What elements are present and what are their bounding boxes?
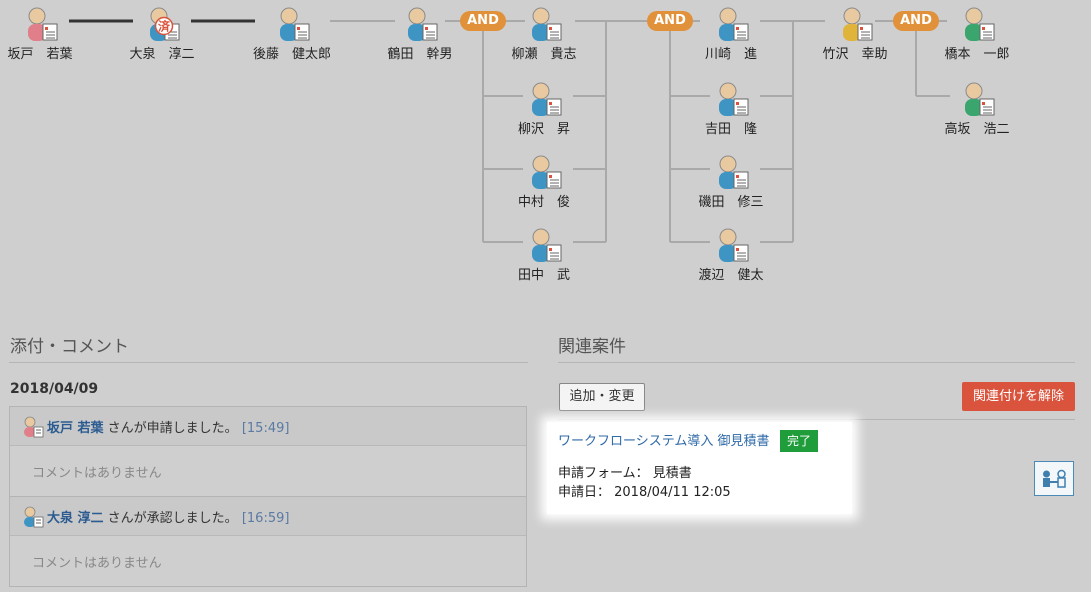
- person-icon: [408, 7, 438, 41]
- approver-node[interactable]: 磯田 修三: [686, 151, 776, 211]
- person-icon: [965, 7, 995, 41]
- approver-node[interactable]: 中村 俊: [499, 151, 589, 211]
- related-form: 申請フォーム： 見積書: [558, 466, 692, 481]
- add-change-button[interactable]: 追加・変更: [559, 383, 645, 411]
- comment-user-link[interactable]: 坂戸 若葉: [47, 421, 104, 436]
- unlink-button[interactable]: 関連付けを解除: [962, 382, 1075, 411]
- approver-node[interactable]: 橋本 一郎: [932, 3, 1022, 63]
- approver-name: 中村 俊: [517, 195, 570, 210]
- approver-node[interactable]: 鶴田 幹男: [375, 3, 465, 63]
- approver-node[interactable]: 高坂 浩二: [932, 78, 1022, 138]
- comment-time: [15:49]: [241, 421, 290, 436]
- and-badge: AND: [647, 11, 693, 31]
- approver-node[interactable]: 柳沢 昇: [499, 78, 589, 138]
- approver-node[interactable]: 渡辺 健太: [686, 224, 776, 284]
- approver-name: 後藤 健太郎: [252, 47, 331, 62]
- approver-name: 柳瀬 貴志: [511, 47, 577, 62]
- comment-user-link[interactable]: 大泉 淳二: [47, 511, 104, 526]
- approver-node[interactable]: 柳瀬 貴志: [499, 3, 589, 63]
- approved-stamp: 済: [158, 19, 171, 34]
- person-approved-icon: 済: [150, 7, 180, 41]
- comment-time: [16:59]: [241, 511, 290, 526]
- approver-node[interactable]: 坂戸 若葉: [0, 3, 85, 63]
- approver-name: 橋本 一郎: [944, 47, 1010, 62]
- person-icon: [24, 506, 44, 528]
- approver-name: 田中 武: [517, 268, 570, 283]
- approver-name: 鶴田 幹男: [387, 47, 453, 62]
- approver-name: 高坂 浩二: [944, 122, 1010, 137]
- comment-text: コメントはありません: [32, 556, 162, 571]
- approver-node[interactable]: 竹沢 幸助: [810, 3, 900, 63]
- approval-route-diagram: [69, 19, 950, 243]
- approver-node[interactable]: 田中 武: [499, 224, 589, 284]
- person-female-icon: [24, 416, 44, 438]
- attachments-heading: 添付・コメント: [10, 337, 129, 357]
- related-heading: 関連案件: [558, 337, 626, 357]
- status-badge: 完了: [780, 430, 818, 452]
- comment-text: コメントはありません: [32, 466, 162, 481]
- person-icon: [843, 7, 873, 41]
- person-icon: [719, 228, 749, 262]
- approver-node[interactable]: 済大泉 淳二: [117, 3, 207, 63]
- divider: [558, 362, 1075, 363]
- comment-action: さんが申請しました。: [107, 421, 238, 436]
- person-icon: [532, 82, 562, 116]
- person-icon: [532, 155, 562, 189]
- person-icon: [965, 82, 995, 116]
- person-icon: [532, 7, 562, 41]
- approver-name: 川崎 進: [704, 47, 757, 62]
- related-date: 申請日： 2018/04/11 12:05: [558, 485, 731, 500]
- divider: [9, 362, 528, 363]
- approver-name: 大泉 淳二: [129, 47, 195, 62]
- approver-name: 吉田 隆: [704, 122, 757, 137]
- comment-entry: 大泉 淳二 さんが承認しました。 [16:59] コメントはありません: [9, 496, 527, 587]
- approver-name: 柳沢 昇: [517, 122, 570, 137]
- and-badge: AND: [893, 11, 939, 31]
- person-icon: [280, 7, 310, 41]
- divider: [558, 419, 1075, 420]
- person-icon: [719, 155, 749, 189]
- comment-entry: 坂戸 若葉 さんが申請しました。 [15:49] コメントはありません: [9, 406, 527, 497]
- person-icon: [532, 228, 562, 262]
- approver-name: 渡辺 健太: [698, 268, 764, 283]
- approver-node[interactable]: 川崎 進: [686, 3, 776, 63]
- approver-name: 坂戸 若葉: [7, 47, 73, 62]
- comment-action: さんが承認しました。: [107, 511, 238, 526]
- approver-name: 竹沢 幸助: [822, 47, 888, 62]
- approver-name: 磯田 修三: [698, 195, 764, 210]
- person-female-icon: [28, 7, 58, 41]
- relation-link-icon[interactable]: [1034, 461, 1074, 496]
- person-icon: [719, 82, 749, 116]
- approver-node[interactable]: 吉田 隆: [686, 78, 776, 138]
- related-item-card: ワークフローシステム導入 御見積書 完了 申請フォーム： 見積書 申請日： 20…: [547, 422, 852, 514]
- approver-node[interactable]: 後藤 健太郎: [247, 3, 337, 63]
- related-item-link[interactable]: ワークフローシステム導入 御見積書: [558, 434, 770, 449]
- and-badge: AND: [460, 11, 506, 31]
- person-icon: [719, 7, 749, 41]
- comment-date: 2018/04/09: [10, 381, 99, 397]
